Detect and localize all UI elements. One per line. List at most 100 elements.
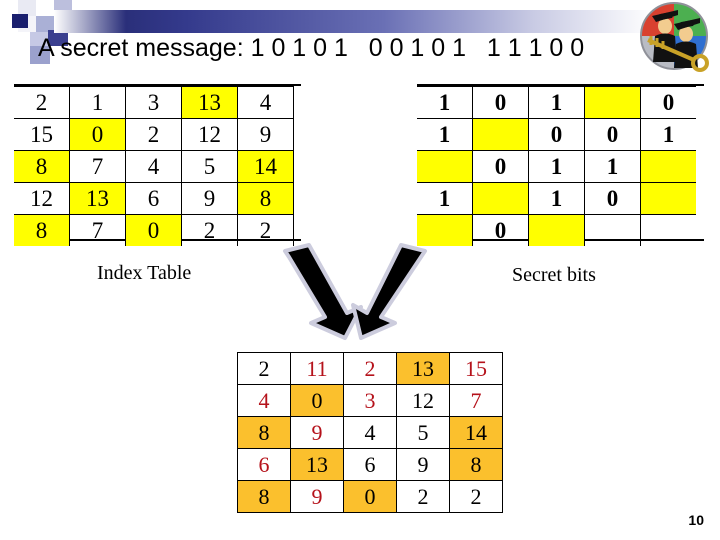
table-cell: 4 <box>237 86 294 119</box>
table-cell: 1 <box>584 150 641 183</box>
table-cell: 0 <box>584 118 641 151</box>
table-cell: 2 <box>181 214 238 246</box>
table-cell <box>584 86 641 119</box>
embedding-arrows <box>283 243 427 340</box>
table-cell: 6 <box>237 448 291 481</box>
table-cell: 1 <box>640 118 696 151</box>
graduates-key-logo-icon <box>640 2 709 72</box>
table-cell <box>584 214 641 246</box>
table-cell: 13 <box>181 86 238 119</box>
table-cell: 0 <box>472 150 529 183</box>
header-gradient-bar <box>54 10 654 33</box>
secret-bits-row: 0 <box>417 214 696 246</box>
table-cell <box>472 118 529 151</box>
secret-bits-caption: Secret bits <box>512 264 596 286</box>
index-table-caption: Index Table <box>97 262 192 284</box>
index-table-top-rule <box>14 84 301 86</box>
table-cell: 0 <box>584 182 641 215</box>
table-cell: 2 <box>237 352 291 385</box>
table-cell: 0 <box>69 118 126 151</box>
page-number: 10 <box>688 512 704 528</box>
table-cell: 9 <box>181 182 238 215</box>
table-cell <box>640 214 696 246</box>
table-cell <box>528 214 585 246</box>
table-cell: 6 <box>343 448 397 481</box>
table-cell: 14 <box>237 150 294 183</box>
table-cell: 8 <box>449 448 503 481</box>
table-cell: 0 <box>125 214 182 246</box>
table-cell: 3 <box>343 384 397 417</box>
table-cell: 11 <box>290 352 344 385</box>
table-cell <box>417 214 473 246</box>
table-cell: 2 <box>449 480 503 513</box>
table-cell: 5 <box>181 150 238 183</box>
table-cell: 8 <box>237 416 291 449</box>
table-cell: 0 <box>528 118 585 151</box>
table-cell: 9 <box>290 416 344 449</box>
table-cell: 1 <box>528 182 585 215</box>
table-cell: 2 <box>396 480 450 513</box>
table-cell: 1 <box>528 150 585 183</box>
table-cell: 2 <box>343 352 397 385</box>
table-cell: 1 <box>528 86 585 119</box>
table-cell: 4 <box>343 416 397 449</box>
table-cell: 4 <box>237 384 291 417</box>
table-cell: 8 <box>14 150 70 183</box>
table-cell <box>472 182 529 215</box>
table-cell: 12 <box>181 118 238 151</box>
table-cell: 15 <box>14 118 70 151</box>
table-cell: 9 <box>237 118 294 151</box>
table-cell <box>417 150 473 183</box>
table-cell: 6 <box>125 182 182 215</box>
table-cell: 1 <box>69 86 126 119</box>
table-cell: 1 <box>417 182 473 215</box>
table-cell <box>640 182 696 215</box>
table-cell: 8 <box>237 182 294 215</box>
table-cell: 5 <box>396 416 450 449</box>
table-cell: 13 <box>290 448 344 481</box>
table-cell: 9 <box>396 448 450 481</box>
table-cell: 12 <box>14 182 70 215</box>
table-cell: 2 <box>237 214 294 246</box>
table-cell: 13 <box>69 182 126 215</box>
down-left-arrow-icon <box>351 243 427 340</box>
page-title: A secret message: 1 0 1 0 1 0 0 1 0 1 1 … <box>38 34 585 62</box>
table-cell: 15 <box>449 352 503 385</box>
table-cell: 1 <box>417 86 473 119</box>
table-cell: 9 <box>290 480 344 513</box>
table-cell: 1 <box>417 118 473 151</box>
table-cell <box>640 150 696 183</box>
table-cell: 0 <box>472 214 529 246</box>
table-cell: 0 <box>472 86 529 119</box>
table-cell: 12 <box>396 384 450 417</box>
table-cell: 3 <box>125 86 182 119</box>
table-cell: 4 <box>125 150 182 183</box>
table-cell: 0 <box>640 86 696 119</box>
table-cell: 0 <box>290 384 344 417</box>
table-cell: 2 <box>14 86 70 119</box>
table-cell: 7 <box>69 150 126 183</box>
down-right-arrow-icon <box>283 243 363 340</box>
table-cell: 2 <box>125 118 182 151</box>
table-cell: 8 <box>237 480 291 513</box>
table-cell: 0 <box>343 480 397 513</box>
table-cell: 8 <box>14 214 70 246</box>
table-cell: 7 <box>449 384 503 417</box>
table-cell: 7 <box>69 214 126 246</box>
